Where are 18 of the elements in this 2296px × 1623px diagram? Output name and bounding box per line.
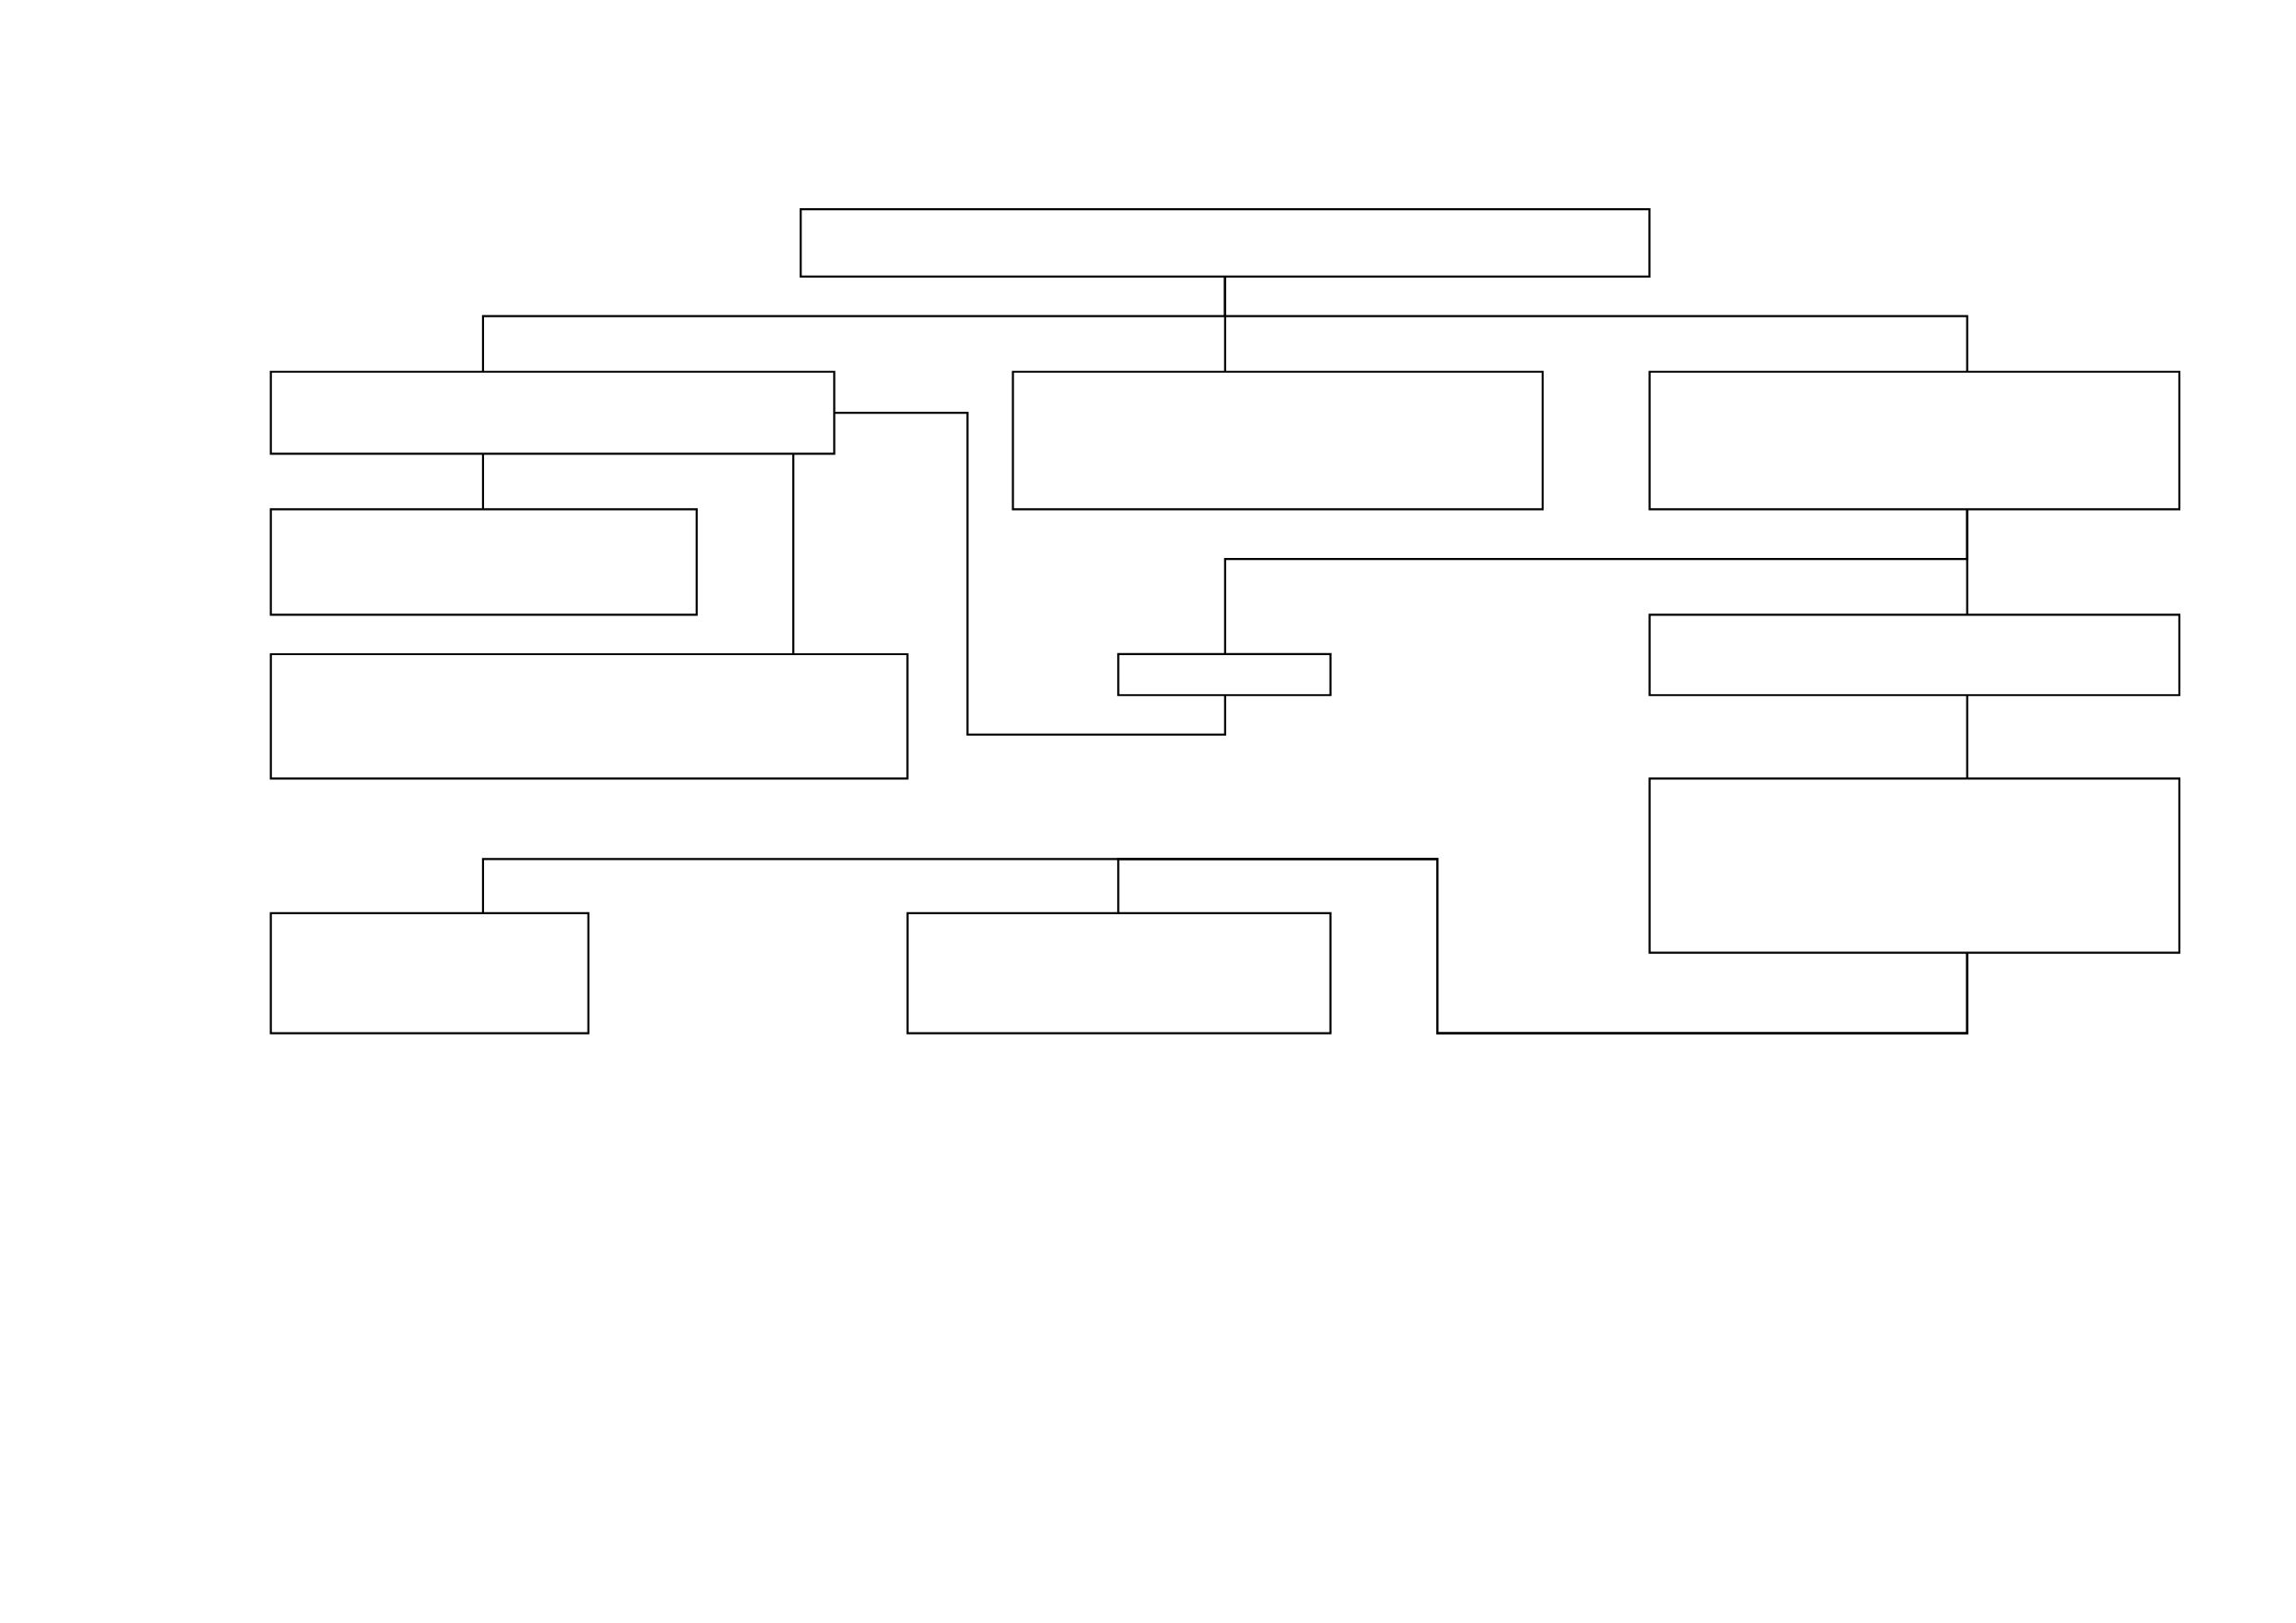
empty-box: [269, 911, 590, 1035]
empty-box: [800, 208, 1651, 279]
empty-box: [269, 370, 836, 455]
connector-line: [834, 411, 1226, 737]
connector-line: [1117, 858, 1968, 1035]
empty-box: [906, 911, 1332, 1035]
connector-line: [1966, 509, 1968, 615]
connector-line: [792, 453, 795, 654]
empty-box: [1117, 652, 1332, 697]
connector-line: [1223, 276, 1968, 372]
empty-box: [269, 508, 698, 616]
empty-box: [1648, 777, 2181, 954]
connector-line: [1966, 695, 1968, 779]
connector-line: [481, 453, 485, 510]
empty-box: [1648, 613, 2181, 697]
empty-box: [269, 652, 909, 780]
empty-box: [1648, 370, 2181, 511]
empty-box: [1011, 370, 1545, 511]
